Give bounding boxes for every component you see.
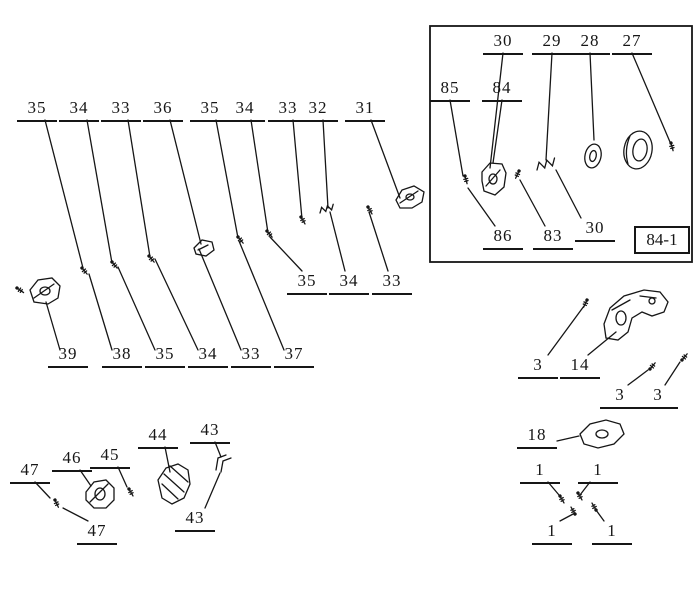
callout-label: 47 <box>10 460 50 484</box>
part-cover-27 <box>623 130 653 170</box>
callout-label: 36 <box>143 98 183 122</box>
part-bracket-31 <box>395 185 425 209</box>
part-bracket-84 <box>481 162 507 196</box>
callout-label: 44 <box>138 425 178 449</box>
callout-label: 29 <box>532 31 572 55</box>
callout-label: 3 <box>600 385 640 409</box>
part-bracket-14 <box>603 289 669 341</box>
screw-sketch <box>678 351 690 364</box>
part-bracket-18 <box>579 419 625 449</box>
callout-label: 1 <box>578 460 618 484</box>
screw-sketch <box>589 501 600 514</box>
callout-label: 30 <box>575 218 615 242</box>
callout-label: 1 <box>520 460 560 484</box>
callout-label: 45 <box>90 445 130 469</box>
callout-label: 47 <box>77 521 117 545</box>
part-ring-28 <box>584 143 602 169</box>
part-bracket-44 <box>157 463 191 505</box>
part-spring-29 <box>536 157 556 171</box>
screw-sketch <box>461 173 470 185</box>
callout-label: 28 <box>570 31 610 55</box>
inset-border <box>429 25 693 263</box>
callout-label: 3 <box>638 385 678 409</box>
callout-label: 3 <box>518 355 558 379</box>
screw-sketch <box>108 258 120 271</box>
callout-label: 35 <box>190 98 230 122</box>
callout-label: 46 <box>52 448 92 472</box>
part-clamp-36 <box>193 239 215 257</box>
callout-label: 35 <box>287 271 327 295</box>
callout-label: 33 <box>101 98 141 122</box>
part-bracket-46 <box>85 479 115 509</box>
parts-sketches <box>13 130 690 518</box>
leader-lines <box>34 52 681 522</box>
screw-sketch <box>145 252 157 265</box>
callout-label: 35 <box>145 344 185 368</box>
callout-label: 30 <box>483 31 523 55</box>
part-clip-43 <box>215 454 232 473</box>
callout-label: 34 <box>329 271 369 295</box>
screw-sketch <box>13 284 26 295</box>
callout-label: 34 <box>188 344 228 368</box>
callout-label: 43 <box>175 508 215 532</box>
screw-sketch <box>263 227 275 240</box>
callout-label: 85 <box>430 78 470 102</box>
callout-label: 83 <box>533 226 573 250</box>
callout-label: 18 <box>517 425 557 449</box>
callout-label: 33 <box>372 271 412 295</box>
callout-label: 43 <box>190 420 230 444</box>
callout-label: 34 <box>59 98 99 122</box>
screw-sketch <box>556 492 567 505</box>
screw-sketch <box>125 485 136 498</box>
part-bracket-39 <box>29 277 61 305</box>
screw-sketch <box>646 360 658 373</box>
screw-sketch <box>297 213 308 226</box>
screw-sketch <box>51 496 61 509</box>
part-spring-32 <box>319 203 334 214</box>
screw-sketch <box>667 140 676 152</box>
callout-label: 31 <box>345 98 385 122</box>
callout-label: 84 <box>482 78 522 102</box>
callout-label: 38 <box>102 344 142 368</box>
callout-label: 34 <box>225 98 265 122</box>
callout-label: 33 <box>268 98 308 122</box>
callout-label: 33 <box>231 344 271 368</box>
screw-sketch <box>513 167 523 180</box>
callout-label: 39 <box>48 344 88 368</box>
screw-sketch <box>78 264 90 277</box>
callout-label: 1 <box>532 521 572 545</box>
callout-label: 37 <box>274 344 314 368</box>
callout-label: 32 <box>298 98 338 122</box>
callout-label: 35 <box>17 98 57 122</box>
inset-tag: 84-1 <box>634 226 690 254</box>
callout-label: 27 <box>612 31 652 55</box>
callout-label: 14 <box>560 355 600 379</box>
callout-label: 86 <box>483 226 523 250</box>
callout-label: 1 <box>592 521 632 545</box>
